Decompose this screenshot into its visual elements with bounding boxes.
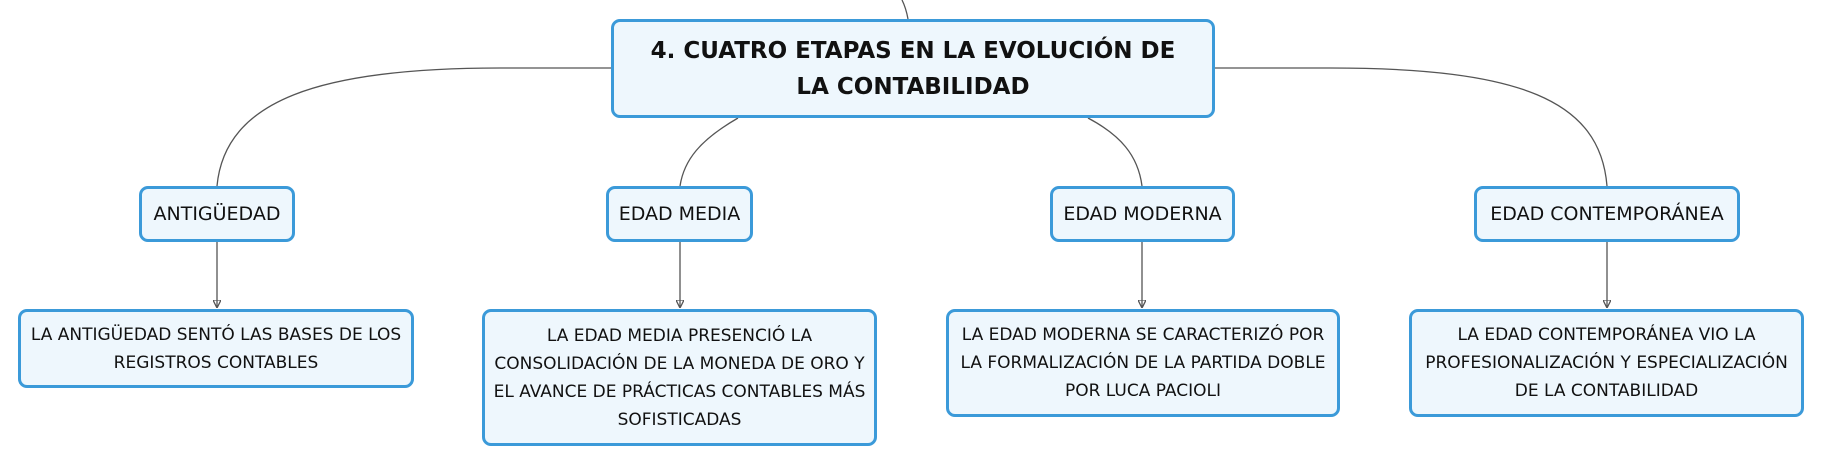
era-label: ANTIGÜEDAD xyxy=(153,203,281,225)
description-text: LA EDAD CONTEMPORÁNEA VIO LA PROFESIONAL… xyxy=(1425,325,1788,401)
era-node-edad-contemporanea[interactable]: EDAD CONTEMPORÁNEA xyxy=(1474,186,1740,242)
era-label: EDAD MEDIA xyxy=(618,203,741,225)
description-node-edad-moderna[interactable]: LA EDAD MODERNA SE CARACTERIZÓ POR LA FO… xyxy=(946,309,1340,417)
description-text: LA EDAD MEDIA PRESENCIÓ LA CONSOLIDACIÓN… xyxy=(493,325,866,430)
connector-root-edad-contemporanea xyxy=(1215,67,1608,187)
description-node-edad-contemporanea[interactable]: LA EDAD CONTEMPORÁNEA VIO LA PROFESIONAL… xyxy=(1409,309,1804,417)
root-topic-label: 4. CUATRO ETAPAS EN LA EVOLUCIÓN DE LA C… xyxy=(650,37,1176,100)
era-node-edad-media[interactable]: EDAD MEDIA xyxy=(606,186,753,242)
description-text: LA EDAD MODERNA SE CARACTERIZÓ POR LA FO… xyxy=(960,325,1326,401)
era-node-edad-moderna[interactable]: EDAD MODERNA xyxy=(1050,186,1235,242)
parent-connector xyxy=(901,0,909,20)
connector-root-antiguedad xyxy=(216,67,611,187)
description-node-antiguedad[interactable]: LA ANTIGÜEDAD SENTÓ LAS BASES DE LOS REG… xyxy=(18,309,414,388)
connector-root-edad-moderna xyxy=(1087,117,1143,187)
root-topic-node[interactable]: 4. CUATRO ETAPAS EN LA EVOLUCIÓN DE LA C… xyxy=(611,19,1215,118)
connector-root-edad-media xyxy=(679,117,739,187)
era-label: EDAD CONTEMPORÁNEA xyxy=(1490,203,1724,225)
era-node-antiguedad[interactable]: ANTIGÜEDAD xyxy=(139,186,295,242)
era-label: EDAD MODERNA xyxy=(1063,203,1222,225)
description-node-edad-media[interactable]: LA EDAD MEDIA PRESENCIÓ LA CONSOLIDACIÓN… xyxy=(482,309,877,446)
description-text: LA ANTIGÜEDAD SENTÓ LAS BASES DE LOS REG… xyxy=(30,324,402,373)
